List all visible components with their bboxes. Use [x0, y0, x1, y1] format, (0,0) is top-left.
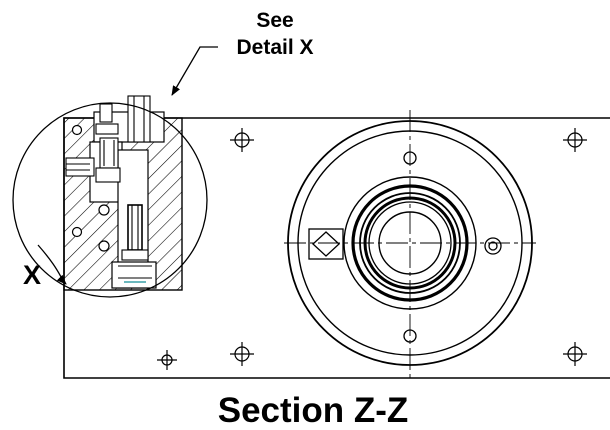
mounting-hole [563, 342, 587, 366]
detail-arrow [37, 244, 67, 285]
square-plug [308, 228, 344, 260]
callout-leader [171, 46, 218, 96]
mounting-hole [563, 128, 587, 152]
mounting-hole [230, 342, 254, 366]
detail-marker-label: X [23, 260, 41, 290]
callout-line-2: Detail X [236, 36, 313, 59]
detail-internals [66, 95, 152, 283]
port-holes [71, 124, 110, 252]
detail-circle [12, 102, 208, 298]
hatched-section [63, 111, 183, 291]
mounting-hole [230, 128, 254, 152]
small-port [484, 237, 502, 255]
small-mounting-hole [157, 350, 177, 370]
section-title: Section Z-Z [218, 391, 409, 430]
callout-line-1: See [256, 9, 293, 32]
centerlines [284, 110, 536, 378]
mounting-holes [157, 128, 587, 370]
